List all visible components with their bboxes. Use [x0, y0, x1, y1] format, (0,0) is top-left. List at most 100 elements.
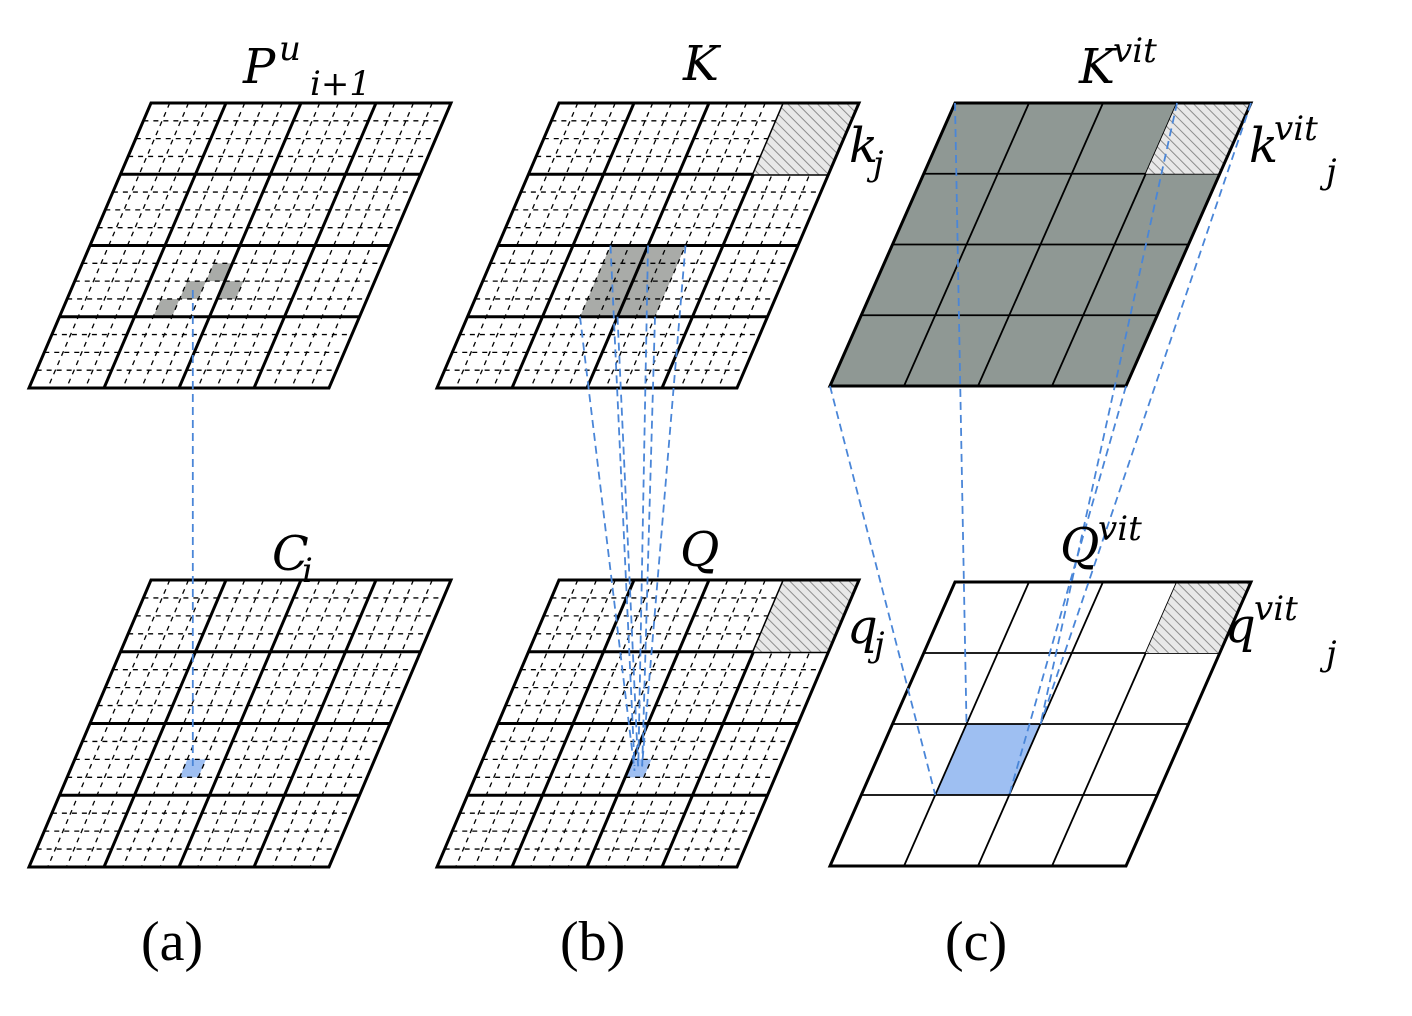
label-sup: vit [1113, 31, 1157, 71]
grid-border [434, 101, 862, 390]
fine-line [272, 102, 396, 389]
projection-line-b [579, 316, 636, 772]
fine-line [548, 579, 673, 868]
grid-border [26, 101, 454, 390]
major-line [252, 579, 378, 868]
fine-line [215, 102, 340, 389]
projection-line-c [1039, 102, 1178, 725]
label-c-i: C i [272, 526, 313, 591]
label-base: C [272, 526, 309, 582]
label-k-vit: K vit [1078, 31, 1157, 95]
fine-line [140, 579, 265, 868]
fine-line [567, 102, 691, 389]
fine-line [140, 102, 265, 389]
major-line [1051, 581, 1178, 867]
label-sup: vit [1098, 509, 1142, 549]
grid-border [434, 578, 862, 869]
fine-line [122, 579, 246, 868]
caption-b: (b) [560, 911, 625, 973]
fine-line [473, 579, 598, 868]
grid-k-vit [827, 101, 1254, 388]
label-base: P [242, 39, 276, 95]
fine-line [47, 102, 171, 389]
fine-line [309, 579, 433, 868]
label-sub: i+1 [310, 64, 371, 104]
fine-line [642, 579, 766, 868]
label-base: K [682, 36, 722, 92]
fine-line [122, 102, 246, 389]
label-base: q [847, 599, 878, 655]
fine-line [290, 102, 415, 389]
label-k-j: k j [849, 118, 884, 184]
fine-line [234, 579, 358, 868]
label-base: K [1078, 39, 1118, 95]
label-q: Q [680, 522, 719, 578]
projection-line-b [641, 316, 656, 771]
caption-a: (a) [141, 911, 203, 973]
label-sub: j [1319, 634, 1337, 674]
label-base: q [1225, 598, 1256, 654]
fine-line [272, 579, 396, 868]
fine-line [548, 102, 673, 389]
fine-line [605, 102, 729, 389]
label-base: k [849, 118, 878, 174]
label-q-vit: Q vit [1060, 509, 1142, 574]
query-point [179, 759, 206, 778]
grid-p-u-i1 [26, 101, 454, 390]
hatched-window [1145, 103, 1251, 174]
projection-line-b [616, 316, 640, 771]
fine-line [215, 579, 340, 868]
fine-line [65, 102, 190, 389]
fine-line [197, 102, 321, 389]
fine-subgrid [36, 102, 444, 389]
label-base: k [1249, 118, 1278, 174]
projection-line-b [609, 245, 636, 766]
label-base: Q [680, 522, 719, 578]
label-q-vit-j: q vit j [1225, 589, 1337, 674]
label-base: Q [1060, 518, 1099, 574]
label-k-vit-j: k vit j [1249, 109, 1337, 192]
fine-line [84, 102, 208, 389]
label-p-u-i1: P u i+1 [242, 29, 371, 104]
fine-line [47, 579, 171, 868]
grid-c-i [26, 578, 454, 869]
label-q-j: q j [847, 599, 885, 665]
hatched-window [753, 103, 859, 175]
fine-line [492, 579, 616, 868]
projection-line-c [1039, 102, 1252, 725]
projection-line-b [637, 245, 649, 766]
caption-c: (c) [945, 911, 1007, 973]
sampled-point [153, 298, 180, 317]
label-k: K [682, 36, 722, 92]
hatched-window [753, 580, 859, 652]
projection-line-c [829, 385, 937, 796]
fine-line [492, 102, 616, 389]
grid-layer [26, 101, 1254, 869]
fine-line [455, 102, 579, 389]
major-line [1051, 102, 1178, 387]
label-sub: j [1319, 152, 1337, 192]
fine-line [197, 579, 321, 868]
fine-line [234, 102, 358, 389]
fine-line [473, 102, 598, 389]
fine-line [84, 579, 208, 868]
fine-line [605, 579, 729, 868]
fine-line [159, 102, 283, 389]
projection-lines [191, 102, 1252, 796]
fine-line [159, 579, 283, 868]
fine-line [290, 579, 415, 868]
fine-line [455, 579, 579, 868]
major-grid [467, 579, 829, 868]
projection-line-b [641, 245, 687, 767]
fine-line [623, 102, 748, 389]
grid-border [26, 578, 454, 869]
major-grid [59, 102, 421, 389]
major-grid [59, 579, 421, 868]
label-sup: vit [1274, 109, 1318, 149]
label-sub: i [302, 551, 313, 591]
label-sup: vit [1254, 589, 1298, 629]
fine-line [309, 102, 433, 389]
hatched-window [1145, 582, 1251, 653]
fine-line [530, 102, 654, 389]
